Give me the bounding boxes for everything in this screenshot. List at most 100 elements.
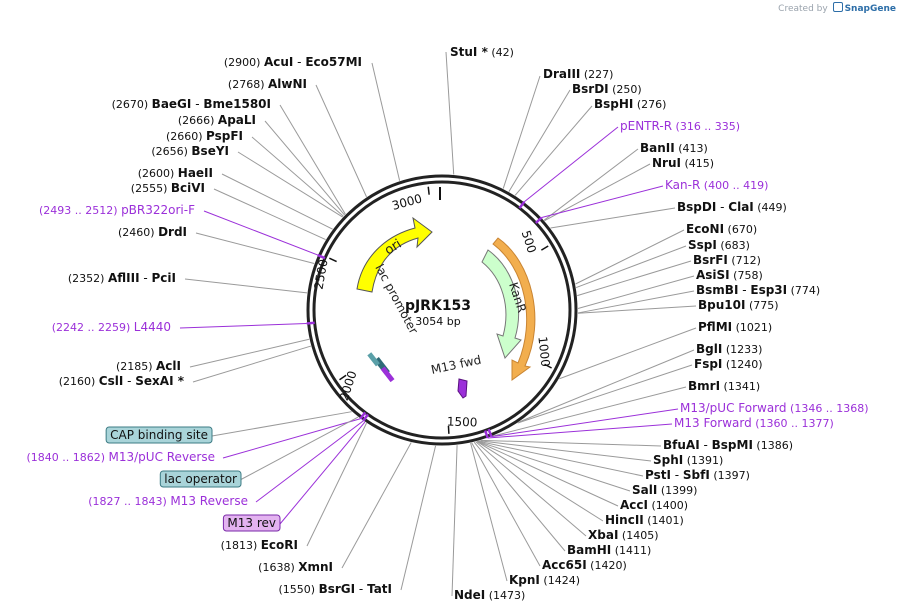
site-label-bsrgi: (1550) BsrGI - TatI bbox=[278, 582, 392, 596]
backbone-inner bbox=[312, 180, 572, 440]
site-name-2: SexAI * bbox=[135, 374, 184, 388]
site-position: (2493 .. 2512) bbox=[39, 204, 121, 217]
site-name: M13 Forward bbox=[674, 416, 752, 430]
site-label-m13-forward: M13 Forward (1360 .. 1377) bbox=[674, 416, 834, 430]
leader-line bbox=[400, 445, 437, 591]
leader-line bbox=[492, 386, 687, 437]
leader-line bbox=[473, 441, 566, 552]
ruler-label: 500 bbox=[519, 229, 539, 255]
site-dash: - bbox=[293, 55, 305, 69]
site-label-acci: AccI (1400) bbox=[620, 498, 688, 512]
site-name: HincII bbox=[605, 513, 644, 527]
site-name: M13/pUC Forward bbox=[680, 401, 787, 415]
site-name: XmnI bbox=[298, 560, 333, 574]
leader-line bbox=[239, 416, 359, 481]
site-label-bsphi: BspHI (276) bbox=[594, 97, 666, 111]
primer-site-tick bbox=[359, 411, 367, 420]
site-name: CslI bbox=[99, 374, 124, 388]
leader-line bbox=[577, 260, 692, 297]
site-name: M13/pUC Reverse bbox=[109, 450, 216, 464]
site-name: pENTR-R bbox=[620, 119, 672, 133]
site-position: (1473) bbox=[485, 589, 525, 602]
leader-line bbox=[543, 148, 639, 221]
ruler-label: 2000 bbox=[337, 369, 360, 402]
site-position: (1240) bbox=[722, 358, 762, 371]
site-position: (1400) bbox=[648, 499, 688, 512]
primer-site-tick bbox=[534, 216, 543, 224]
site-label-ecori: (1813) EcoRI bbox=[221, 538, 298, 552]
site-dash: - bbox=[700, 438, 712, 452]
site-position: (683) bbox=[717, 239, 750, 252]
site-name: Kan-R bbox=[665, 178, 700, 192]
site-label-ndei: NdeI (1473) bbox=[454, 588, 525, 602]
site-position: (1391) bbox=[683, 454, 723, 467]
site-label-sali: SalI (1399) bbox=[632, 483, 697, 497]
site-labels: StuI * (42)DraIII (227)BsrDI (250)BspHI … bbox=[26, 45, 868, 602]
site-position: (415) bbox=[681, 157, 714, 170]
site-position: (1411) bbox=[611, 544, 651, 557]
site-dash: - bbox=[738, 283, 750, 297]
ruler-tick bbox=[329, 257, 337, 263]
site-position: (316 .. 335) bbox=[672, 120, 740, 133]
leader-line bbox=[189, 338, 310, 368]
site-dash: - bbox=[123, 374, 135, 388]
site-label-acli: (2185) AclI bbox=[116, 359, 181, 373]
leader-line bbox=[471, 442, 541, 567]
site-label-m13-puc-reverse: (1840 .. 1862) M13/pUC Reverse bbox=[26, 450, 215, 464]
site-position: (1424) bbox=[540, 574, 580, 587]
site-label-sspi: SspI (683) bbox=[688, 238, 750, 252]
site-position: (2600) bbox=[138, 167, 178, 180]
site-position: (1401) bbox=[644, 514, 684, 527]
site-position: (775) bbox=[745, 299, 778, 312]
site-name-2: BspMI bbox=[712, 438, 753, 452]
site-position: (1405) bbox=[618, 529, 658, 542]
site-position: (758) bbox=[730, 269, 763, 282]
leader-line bbox=[195, 232, 315, 265]
feature-label-cap-binding-site: CAP binding site bbox=[110, 428, 208, 442]
plasmid-name: pJRK153 bbox=[405, 298, 471, 314]
feature-label-box bbox=[105, 426, 213, 444]
leader-line bbox=[477, 440, 644, 477]
site-name: SphI bbox=[653, 453, 683, 467]
site-position: (2185) bbox=[116, 360, 156, 373]
leader-line bbox=[203, 210, 318, 256]
site-position: (2900) bbox=[224, 56, 264, 69]
site-name: BfuAI bbox=[663, 438, 700, 452]
site-label-nrui: NruI (415) bbox=[652, 156, 714, 170]
site-position: (2160) bbox=[59, 375, 99, 388]
leader-line bbox=[222, 418, 361, 459]
site-dash: - bbox=[191, 97, 203, 111]
credit-prefix: Created by bbox=[778, 4, 828, 14]
leader-line bbox=[445, 51, 455, 175]
site-name: EcoRI bbox=[261, 538, 298, 552]
site-name: BspDI bbox=[677, 200, 716, 214]
site-name: NdeI bbox=[454, 588, 485, 602]
site-name: HaeII bbox=[178, 166, 213, 180]
leader-line bbox=[371, 62, 401, 181]
site-position: (2666) bbox=[178, 114, 218, 127]
leader-line bbox=[502, 75, 541, 189]
leader-line bbox=[306, 422, 367, 547]
primer-site-tick bbox=[362, 413, 369, 422]
site-position: (1550) bbox=[278, 583, 318, 596]
site-label-drdi: (2460) DrdI bbox=[118, 225, 187, 239]
site-position: (250) bbox=[609, 83, 642, 96]
site-name-2: ClaI bbox=[728, 200, 753, 214]
site-name: ApaLI bbox=[218, 113, 256, 127]
leader-line bbox=[264, 120, 345, 216]
site-label-bsrfi: BsrFI (712) bbox=[693, 253, 761, 267]
site-dash: - bbox=[140, 271, 152, 285]
site-name-2: TatI bbox=[367, 582, 392, 596]
site-name: BsmBI bbox=[696, 283, 738, 297]
site-name: DraIII bbox=[543, 67, 580, 81]
site-position: (2242 .. 2259) bbox=[52, 321, 134, 334]
leader-line bbox=[514, 105, 593, 196]
site-position: (1420) bbox=[587, 559, 627, 572]
ruler-label: 2500 bbox=[312, 258, 331, 291]
site-position: (1840 .. 1862) bbox=[26, 451, 108, 464]
ruler-tick bbox=[427, 186, 430, 195]
ruler-label: 3000 bbox=[390, 191, 423, 212]
site-position: (1638) bbox=[258, 561, 298, 574]
site-position: (2768) bbox=[228, 78, 268, 91]
